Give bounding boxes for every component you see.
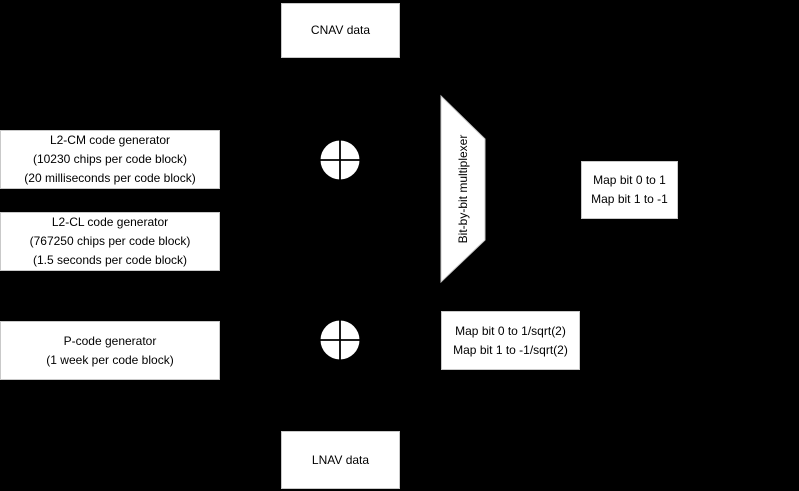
- node-l2cm-code-generator: L2-CM code generator (10230 chips per co…: [0, 130, 220, 189]
- node-line: L2-CM code generator: [49, 133, 171, 147]
- node-line: (1.5 seconds per code block): [32, 253, 188, 267]
- xor-adder-icon: [318, 138, 362, 182]
- node-line: (10230 chips per code block): [32, 152, 188, 166]
- node-line: P-code generator: [63, 333, 157, 348]
- node-map-sqrt2: Map bit 0 to 1/sqrt(2) Map bit 1 to -1/s…: [441, 311, 580, 370]
- node-l2cl-code-generator: L2-CL code generator (767250 chips per c…: [0, 212, 220, 271]
- node-label: LNAV data: [311, 452, 370, 467]
- node-line: (1 week per code block): [46, 352, 174, 367]
- node-line: Map bit 1 to -1/sqrt(2): [453, 342, 568, 357]
- node-label: CNAV data: [310, 23, 371, 37]
- node-line: Map bit 1 to -1: [591, 192, 668, 206]
- node-line: Map bit 0 to 1: [593, 173, 666, 187]
- node-line: Map bit 0 to 1/sqrt(2): [455, 323, 566, 338]
- node-p-code-generator: P-code generator (1 week per code block): [0, 321, 220, 380]
- circle-plus-icon: [318, 138, 362, 182]
- xor-adder-icon: [318, 318, 362, 362]
- node-line: (20 milliseconds per code block): [24, 171, 196, 185]
- circle-plus-icon: [318, 318, 362, 362]
- node-cnav-data: CNAV data: [281, 3, 400, 58]
- node-lnav-data: LNAV data: [281, 431, 400, 489]
- node-line: (767250 chips per code block): [29, 234, 191, 248]
- node-map-bpsk: Map bit 0 to 1 Map bit 1 to -1: [581, 161, 678, 219]
- node-line: L2-CL code generator: [51, 215, 169, 229]
- multiplexer-label: Bit-by-bit multiplexer: [456, 134, 470, 244]
- multiplexer-trapezoid-shape: [440, 94, 486, 284]
